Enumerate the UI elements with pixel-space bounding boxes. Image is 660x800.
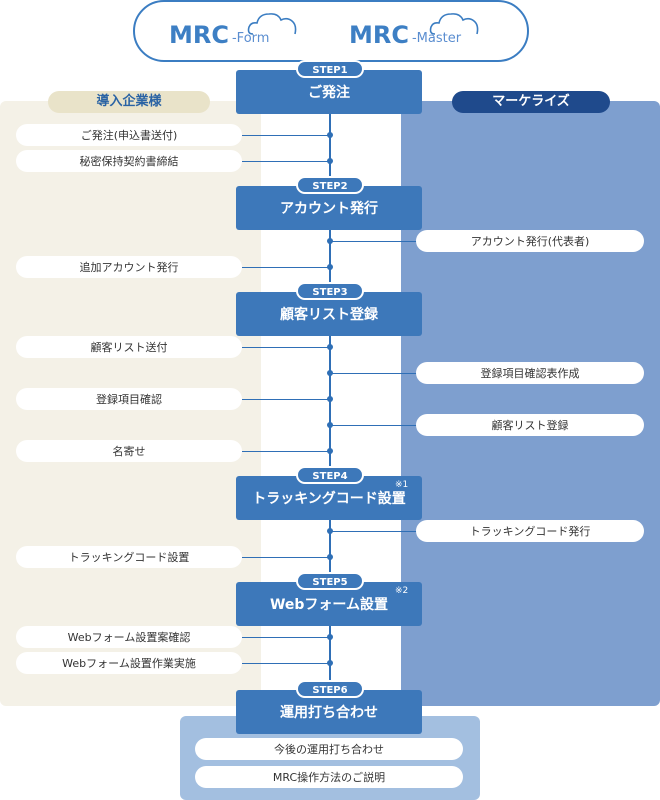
cloud-icon <box>429 13 479 35</box>
client-task: 追加アカウント発行 <box>16 256 242 278</box>
client-task: Webフォーム設置案確認 <box>16 626 242 648</box>
step-badge-6: STEP6 <box>296 680 364 698</box>
connector <box>242 451 330 452</box>
marketrise-task: トラッキングコード発行 <box>416 520 644 542</box>
meeting-task: 今後の運用打ち合わせ <box>195 738 463 760</box>
marketrise-column-title: マーケライズ <box>452 91 610 113</box>
client-task: 名寄せ <box>16 440 242 462</box>
step-note-1: ※1 <box>395 480 409 490</box>
step-badge-3: STEP3 <box>296 282 364 300</box>
connector-dot <box>327 370 333 376</box>
connector-dot <box>327 396 333 402</box>
connector <box>242 347 330 348</box>
connector <box>330 531 418 532</box>
client-task: Webフォーム設置作業実施 <box>16 652 242 674</box>
connector <box>242 399 330 400</box>
connector-dot <box>327 264 333 270</box>
step-badge-4: STEP4 <box>296 466 364 484</box>
connector-dot <box>327 660 333 666</box>
header-logo-box: MRC -Form MRC -Master <box>133 0 529 62</box>
marketrise-column <box>401 101 660 706</box>
connector-dot <box>327 448 333 454</box>
connector-dot <box>327 634 333 640</box>
connector-dot <box>327 422 333 428</box>
connector <box>242 663 330 664</box>
meeting-task: MRC操作方法のご説明 <box>195 766 463 788</box>
marketrise-task: 登録項目確認表作成 <box>416 362 644 384</box>
connector-dot <box>327 528 333 534</box>
connector <box>330 241 418 242</box>
client-task: 顧客リスト送付 <box>16 336 242 358</box>
mrc-form-logo: MRC -Form <box>169 21 270 49</box>
connector-dot <box>327 132 333 138</box>
connector-dot <box>327 238 333 244</box>
marketrise-task: アカウント発行(代表者) <box>416 230 644 252</box>
connector <box>242 557 330 558</box>
connector <box>242 637 330 638</box>
flow-line <box>329 80 331 700</box>
step-badge-1: STEP1 <box>296 60 364 78</box>
client-task: 秘密保持契約書締結 <box>16 150 242 172</box>
step-badge-5: STEP5 <box>296 572 364 590</box>
client-column-title: 導入企業様 <box>48 91 210 113</box>
connector-dot <box>327 344 333 350</box>
connector-dot <box>327 554 333 560</box>
marketrise-task: 顧客リスト登録 <box>416 414 644 436</box>
step-badge-2: STEP2 <box>296 176 364 194</box>
client-task: トラッキングコード設置 <box>16 546 242 568</box>
connector <box>330 373 418 374</box>
connector <box>330 425 418 426</box>
connector <box>242 267 330 268</box>
mrc-master-logo: MRC -Master <box>349 21 462 49</box>
client-task: 登録項目確認 <box>16 388 242 410</box>
client-task: ご発注(申込書送付) <box>16 124 242 146</box>
connector-dot <box>327 158 333 164</box>
connector <box>242 135 330 136</box>
connector <box>242 161 330 162</box>
cloud-icon <box>247 13 297 35</box>
step-note-2: ※2 <box>395 586 409 596</box>
